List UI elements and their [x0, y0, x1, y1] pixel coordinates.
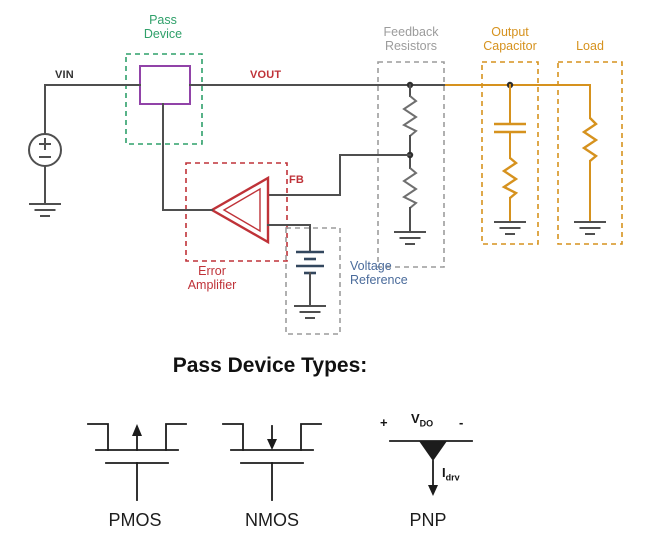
input-voltage-source	[28, 84, 62, 217]
pnp-label: PNP	[409, 510, 447, 530]
pnp-symbol	[389, 440, 473, 496]
vdo-label-base: V	[411, 411, 420, 426]
nmos-symbol	[222, 423, 322, 501]
idrv-label: Idrv	[442, 465, 460, 483]
load-block	[557, 61, 623, 245]
error-amplifier-block	[162, 103, 288, 262]
output-capacitor-label: Output Capacitor	[483, 25, 537, 54]
feedback-resistors-label: Feedback Resistors	[383, 25, 439, 54]
esr-resistor	[501, 157, 519, 199]
ground-symbol	[574, 221, 606, 235]
pass-device-types-heading: Pass Device Types:	[172, 354, 368, 377]
pnp-plus-label: +	[380, 415, 388, 430]
voltage-reference-block	[267, 224, 341, 335]
error-amplifier-label: Error Amplifier	[187, 264, 237, 293]
pmos-symbol	[87, 423, 187, 501]
feedback-resistor-top	[402, 95, 418, 137]
vout-label: VOUT	[250, 69, 282, 81]
feedback-wire	[267, 154, 411, 196]
output-capacitor-block	[481, 61, 539, 245]
load-label: Load	[576, 39, 604, 53]
ground-symbol	[494, 221, 526, 235]
fb-label: FB	[289, 174, 305, 186]
vdo-label: VDO	[411, 411, 433, 429]
load-resistor	[581, 117, 599, 162]
voltage-reference-label: Voltage Reference	[350, 259, 408, 288]
feedback-resistor-bottom	[402, 167, 418, 209]
ground-symbol	[394, 231, 426, 245]
nmos-label: NMOS	[245, 510, 299, 530]
pass-element	[139, 65, 191, 105]
idrv-label-base: I	[442, 465, 446, 480]
pmos-label: PMOS	[108, 510, 162, 530]
gate-drive-wire	[162, 103, 213, 211]
pass-device-label: Pass Device	[143, 13, 183, 42]
pnp-minus-label: -	[459, 415, 464, 430]
feedback-resistors-block	[377, 61, 445, 268]
vin-label: VIN	[55, 69, 74, 81]
idrv-label-sub: drv	[445, 472, 460, 483]
ground-symbol	[29, 203, 61, 217]
vdo-label-sub: DO	[419, 418, 434, 429]
ground-symbol	[294, 305, 326, 319]
output-rail	[44, 81, 591, 89]
